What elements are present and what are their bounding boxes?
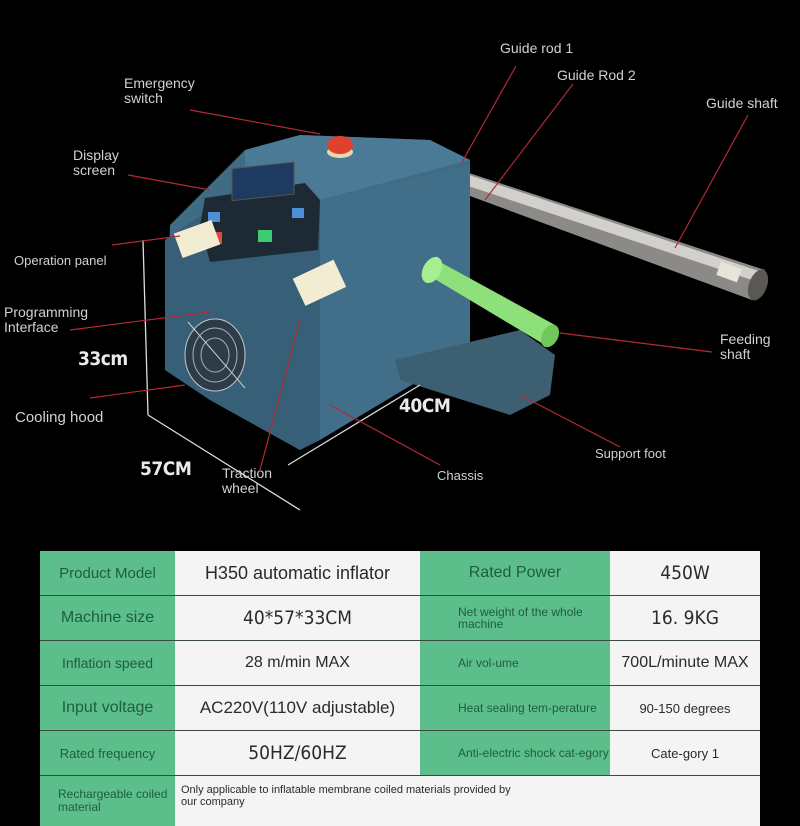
machine-illustration bbox=[0, 0, 800, 545]
label-chassis: Chassis bbox=[437, 468, 483, 483]
dimension-height: 33cm bbox=[78, 348, 128, 370]
spec-value: 90-150 degrees bbox=[610, 686, 760, 731]
spec-value: AC220V(110V adjustable) bbox=[175, 686, 420, 731]
table-row: Machine size 40*57*33CM Net weight of th… bbox=[40, 596, 760, 641]
spec-value: Cate-gory 1 bbox=[610, 731, 760, 776]
label-guide-rod-2: Guide Rod 2 bbox=[557, 68, 636, 83]
spec-key: Product Model bbox=[40, 551, 175, 596]
spec-key: Air vol-ume bbox=[420, 641, 610, 686]
table-row: Inflation speed 28 m/min MAX Air vol-ume… bbox=[40, 641, 760, 686]
label-guide-rod-1: Guide rod 1 bbox=[500, 41, 573, 56]
label-emergency-switch: Emergency switch bbox=[124, 76, 195, 106]
spec-value: H350 automatic inflator bbox=[175, 551, 420, 596]
spec-key: Rated Power bbox=[420, 551, 610, 596]
product-diagram: Emergency switch Display screen Operatio… bbox=[0, 0, 800, 545]
label-guide-shaft: Guide shaft bbox=[706, 96, 778, 111]
label-programming-interface: Programming Interface bbox=[4, 305, 88, 335]
spec-value: 450W bbox=[610, 551, 760, 596]
spec-value: 700L/minute MAX bbox=[610, 641, 760, 686]
dimension-depth: 57CM bbox=[140, 458, 191, 480]
spec-key: Input voltage bbox=[40, 686, 175, 731]
table-row: Rechargeable coiled material Only applic… bbox=[40, 776, 760, 826]
table-row: Input voltage AC220V(110V adjustable) He… bbox=[40, 686, 760, 731]
label-operation-panel: Operation panel bbox=[14, 253, 107, 268]
table-row: Product Model H350 automatic inflator Ra… bbox=[40, 551, 760, 596]
spec-value: 50HZ/60HZ bbox=[175, 731, 420, 776]
spec-table: Product Model H350 automatic inflator Ra… bbox=[40, 551, 760, 826]
spec-key: Machine size bbox=[40, 596, 175, 641]
label-feeding-shaft: Feeding shaft bbox=[720, 332, 771, 362]
spec-value: 16. 9KG bbox=[610, 596, 760, 641]
table-row: Rated frequency 50HZ/60HZ Anti-electric … bbox=[40, 731, 760, 776]
spec-key: Anti-electric shock cat-egory bbox=[420, 731, 610, 776]
label-cooling-hood: Cooling hood bbox=[15, 410, 103, 425]
guide-shaft-rod bbox=[440, 170, 772, 303]
label-traction-wheel: Traction wheel bbox=[222, 466, 272, 496]
spec-key: Rechargeable coiled material bbox=[40, 776, 175, 826]
spec-value: Only applicable to inflatable membrane c… bbox=[175, 776, 760, 826]
spec-value: 28 m/min MAX bbox=[175, 641, 420, 686]
spec-key: Inflation speed bbox=[40, 641, 175, 686]
spec-value: 40*57*33CM bbox=[175, 596, 420, 641]
label-support-foot: Support foot bbox=[595, 446, 666, 461]
label-display-screen: Display screen bbox=[73, 148, 119, 178]
spec-key: Net weight of the whole machine bbox=[420, 596, 610, 641]
spec-key: Rated frequency bbox=[40, 731, 175, 776]
dimension-width: 40CM bbox=[399, 395, 450, 417]
spec-key: Heat sealing tem-perature bbox=[420, 686, 610, 731]
